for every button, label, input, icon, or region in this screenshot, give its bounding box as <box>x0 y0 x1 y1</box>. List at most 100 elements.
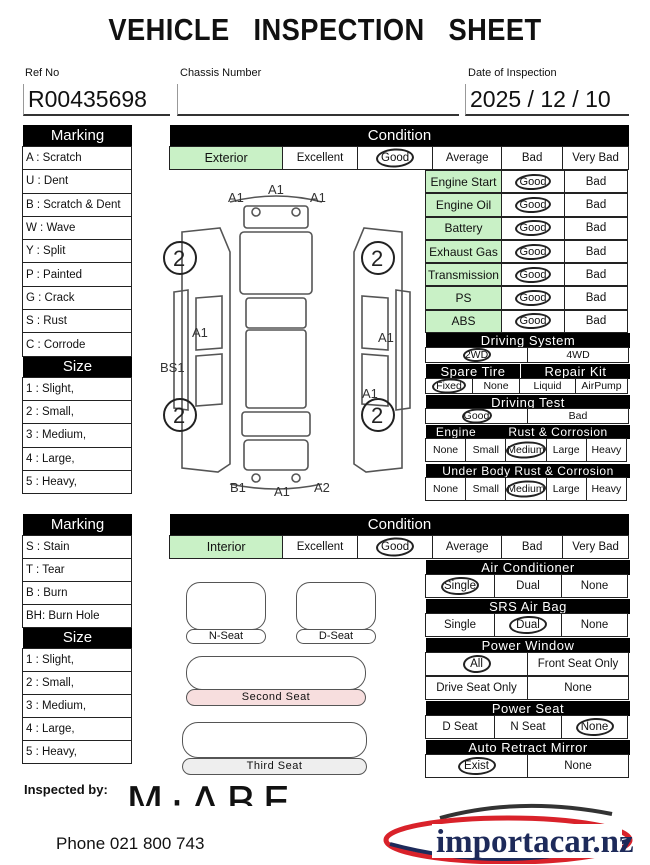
size-header: Size <box>23 355 132 378</box>
mech-good[interactable]: Good <box>501 309 565 334</box>
grade-excellent[interactable]: Excellent <box>282 535 358 559</box>
spare-none[interactable]: None <box>472 378 520 394</box>
grade-bad[interactable]: Bad <box>501 535 564 559</box>
option-heavy[interactable]: Heavy <box>585 438 627 462</box>
option-none[interactable]: None <box>561 715 628 739</box>
list-item: S : Stain <box>22 535 132 559</box>
list-item: 1 : Slight, <box>22 648 132 672</box>
list-item: C : Corrode <box>22 332 132 357</box>
mech-good[interactable]: Good <box>501 263 565 287</box>
option-small[interactable]: Small <box>465 477 507 501</box>
mech-bad[interactable]: Bad <box>564 193 628 217</box>
grade-excellent[interactable]: Excellent <box>282 146 358 170</box>
list-item: B : Scratch & Dent <box>22 192 132 217</box>
option-large[interactable]: Large <box>545 438 587 462</box>
mark-top-left: A1 <box>228 190 244 205</box>
mech-bad[interactable]: Bad <box>564 286 628 310</box>
mech-label: Transmission <box>425 263 502 287</box>
n-seat-shape[interactable] <box>186 582 266 630</box>
list-item: 4 : Large, <box>22 717 132 741</box>
option-none[interactable]: None <box>561 574 628 598</box>
drive-4wd[interactable]: 4WD <box>527 347 629 363</box>
list-item: A : Scratch <box>22 146 132 171</box>
drive-2wd[interactable]: 2WD <box>425 347 528 363</box>
mech-good[interactable]: Good <box>501 170 565 194</box>
d-seat-shape[interactable] <box>296 582 376 630</box>
grade-good[interactable]: Good <box>356 535 434 559</box>
mech-bad[interactable]: Bad <box>564 216 628 240</box>
option-small[interactable]: Small <box>465 438 507 462</box>
repair-airpump[interactable]: AirPump <box>575 378 628 394</box>
mech-good[interactable]: Good <box>501 216 565 240</box>
grade-good[interactable]: Good <box>356 146 434 170</box>
option-dual[interactable]: Dual <box>494 613 562 637</box>
tire-rear-left: 2 <box>173 403 185 428</box>
n-seat-label: N-Seat <box>186 629 266 644</box>
mech-label: PS <box>425 286 502 310</box>
mark-top-right: A1 <box>310 190 326 205</box>
rust-header: Rust & Corrosion <box>486 425 630 439</box>
option-none[interactable]: None <box>561 613 628 637</box>
test-bad[interactable]: Bad <box>527 408 629 424</box>
option-none[interactable]: None <box>425 477 467 501</box>
second-seat-label: Second Seat <box>186 689 366 706</box>
grade-bad[interactable]: Bad <box>501 146 564 170</box>
mech-good[interactable]: Good <box>501 239 565 264</box>
phone: Phone 021 800 743 <box>56 834 205 853</box>
option-medium[interactable]: Medium <box>505 438 547 462</box>
mech-bad[interactable]: Bad <box>564 309 628 334</box>
list-item: U : Dent <box>22 169 132 194</box>
option-dual[interactable]: Dual <box>494 574 562 598</box>
mech-label: Exhaust Gas <box>425 239 502 264</box>
option-none[interactable]: None <box>425 438 467 462</box>
grade-very-bad[interactable]: Very Bad <box>562 535 629 559</box>
ref-value[interactable]: R00435698 <box>23 84 170 116</box>
list-item: T : Tear <box>22 558 132 582</box>
list-item: P : Painted <box>22 262 132 287</box>
grade-average[interactable]: Average <box>432 535 503 559</box>
pw-none[interactable]: None <box>527 676 629 700</box>
pw-all[interactable]: All <box>425 652 528 676</box>
option-d-seat[interactable]: D Seat <box>425 715 495 739</box>
option-medium[interactable]: Medium <box>505 477 547 501</box>
second-seat-shape[interactable] <box>186 656 366 690</box>
mech-bad[interactable]: Bad <box>564 263 628 287</box>
spare-fixed[interactable]: Fixed <box>425 378 473 394</box>
mark-bottom-left: B1 <box>230 480 246 495</box>
third-seat-shape[interactable] <box>182 722 367 758</box>
mech-good[interactable]: Good <box>501 286 565 310</box>
pw-front-seat-only[interactable]: Front Seat Only <box>527 652 629 676</box>
mech-label: Engine Start <box>425 170 502 194</box>
option-single[interactable]: Single <box>425 613 495 637</box>
date-value[interactable]: 2025 / 12 / 10 <box>465 84 629 116</box>
list-item: W : Wave <box>22 215 132 241</box>
chassis-value[interactable] <box>177 84 459 116</box>
list-item: 4 : Large, <box>22 446 132 471</box>
mirror-header: Auto Retract Mirror <box>426 740 630 755</box>
inspected-by-label: Inspected by: <box>24 782 108 797</box>
marking-header: Marking <box>23 125 132 147</box>
mirror-none[interactable]: None <box>527 754 629 778</box>
pw-drive-seat-only[interactable]: Drive Seat Only <box>425 676 528 700</box>
aircon-header: Air Conditioner <box>426 560 630 575</box>
option-large[interactable]: Large <box>545 477 587 501</box>
list-item: G : Crack <box>22 285 132 311</box>
option-n-seat[interactable]: N Seat <box>494 715 562 739</box>
option-heavy[interactable]: Heavy <box>585 477 627 501</box>
mech-bad[interactable]: Bad <box>564 170 628 194</box>
mech-bad[interactable]: Bad <box>564 239 628 264</box>
repair-liquid[interactable]: Liquid <box>519 378 576 394</box>
mech-label: Battery <box>425 216 502 240</box>
test-good[interactable]: Good <box>425 408 528 424</box>
option-single[interactable]: Single <box>425 574 495 598</box>
grade-very-bad[interactable]: Very Bad <box>562 146 629 170</box>
size2-header: Size <box>23 627 132 649</box>
mirror-exist[interactable]: Exist <box>425 754 528 778</box>
mech-good[interactable]: Good <box>501 193 565 217</box>
mark-left-door: A1 <box>192 325 208 340</box>
condition-area: Exterior <box>169 146 284 170</box>
tire-rear-right: 2 <box>371 403 383 428</box>
exterior-car-diagram[interactable]: 2 2 2 2 A1 A1 A1 A1 A1 BS1 A1 B1 A1 A2 <box>160 172 424 502</box>
grade-average[interactable]: Average <box>432 146 503 170</box>
